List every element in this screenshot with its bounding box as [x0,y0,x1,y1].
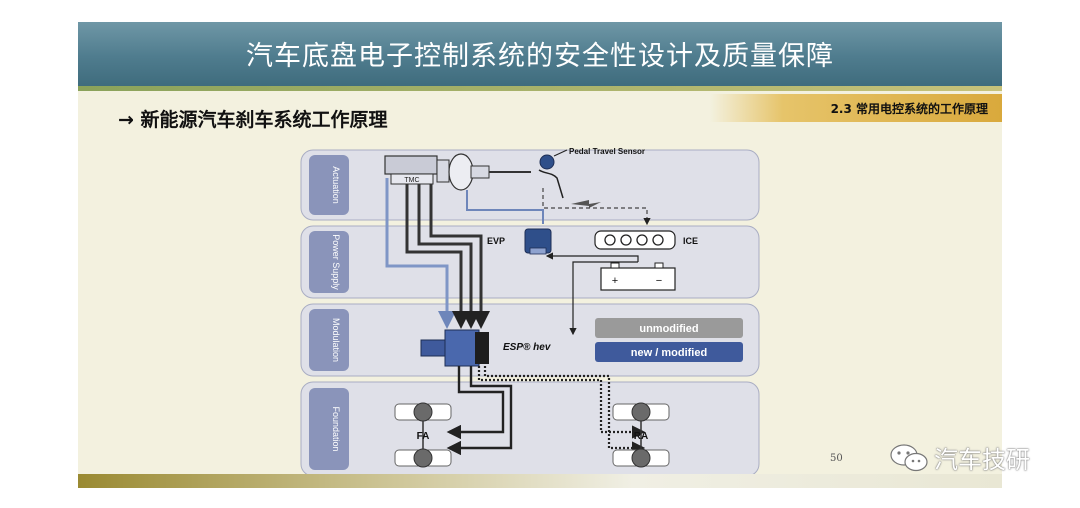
row-label-foundation: Foundation [331,406,341,451]
legend-new-modified-label: new / modified [631,347,707,359]
row-foundation [300,381,760,477]
front-axle: FA [394,402,452,468]
esp-label: ESP® hev [503,342,552,353]
section-tag: 2.3 常用电控系统的工作原理 [710,94,1002,122]
slide: 汽车底盘电子控制系统的安全性设计及质量保障 2.3 常用电控系统的工作原理 → … [78,22,1002,488]
wechat-icon [890,443,928,471]
rear-axle: RA [612,402,670,468]
hydraulic-line-blue [385,178,456,329]
ice-label: ICE [683,236,698,246]
brake-booster [436,153,531,191]
watermark-text: 汽车技研 [934,446,1030,474]
battery-plus: + [612,275,618,287]
evp-label: EVP [487,236,505,246]
row-label-power-supply: Power Supply [331,234,341,290]
slide-subtitle: → 新能源汽车刹车系统工作原理 [118,109,388,131]
fa-label: FA [417,431,430,442]
ice-engine: ICE [594,230,698,250]
tmc-label: TMC [404,177,419,184]
pedal-travel-sensor: Pedal Travel Sensor [538,148,645,208]
legend-unmodified [595,318,743,338]
hydraulic-line-3 [429,184,490,329]
row-label-actuation: Actuation [331,166,341,204]
sensor-signal-line [542,188,651,226]
pedal-sensor-label: Pedal Travel Sensor [569,148,645,156]
battery-minus: − [656,275,662,287]
row-label-modulation: Modulation [331,318,341,362]
section-label: 2.3 常用电控系统的工作原理 [830,102,988,116]
hydraulic-line-2 [417,184,480,329]
battery: + − [600,262,676,291]
master-cylinder: TMC [384,155,438,185]
brake-system-diagram: Actuation Power Supply Modulation Founda… [300,148,760,477]
hydraulic-line-1 [405,184,470,329]
legend-unmodified-label: unmodified [639,323,698,335]
page-number: 50 [830,453,843,464]
banner-divider [78,86,1002,91]
esp-unit [420,329,489,367]
vacuum-line [466,190,544,224]
ra-label: RA [634,431,648,442]
watermark: 汽车技研 [888,440,1030,475]
legend-new-modified [595,342,743,362]
slide-title: 汽车底盘电子控制系统的安全性设计及质量保障 [246,41,834,72]
row-modulation [300,303,760,377]
footer-bar [78,474,1002,488]
title-banner: 汽车底盘电子控制系统的安全性设计及质量保障 [78,22,1002,86]
